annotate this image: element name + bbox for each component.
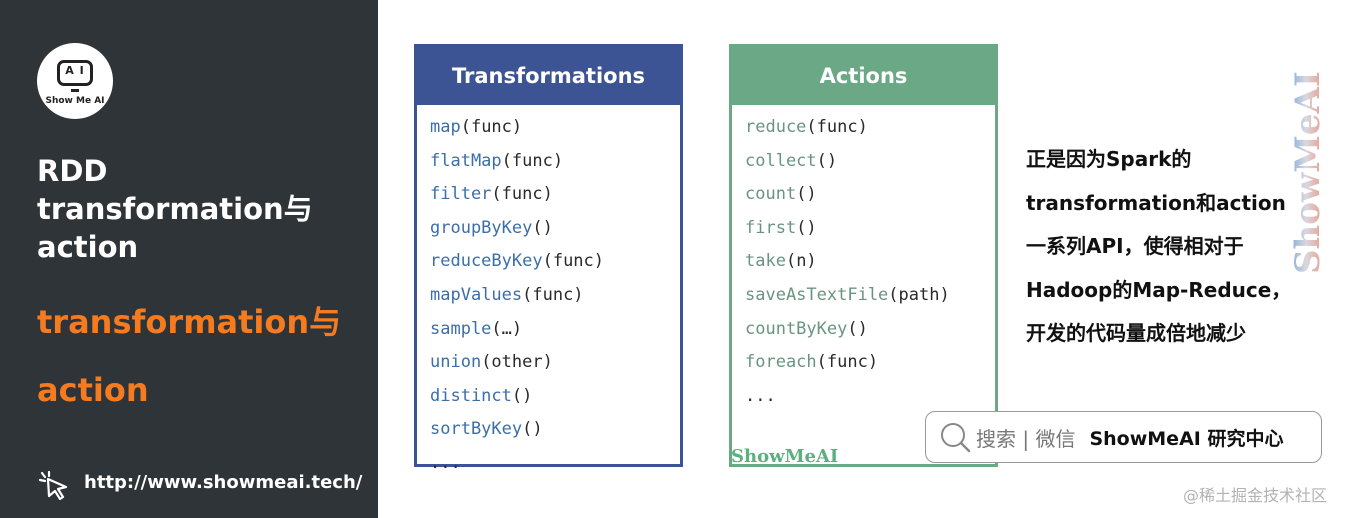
- transformations-header: Transformations: [417, 47, 680, 105]
- actions-item: ...: [745, 380, 995, 414]
- cursor-click-icon: [38, 470, 68, 500]
- transformations-function-args: (func): [501, 150, 564, 171]
- actions-header: Actions: [732, 47, 995, 105]
- transformations-function-name: sortByKey: [430, 419, 523, 440]
- actions-function-args: (): [796, 217, 817, 238]
- showmeai-logo: A I Show Me AI: [37, 43, 113, 119]
- search-brand: ShowMeAI 研究中心: [1089, 427, 1284, 450]
- actions-function-name: first: [745, 217, 797, 238]
- actions-function-name: reduce: [745, 117, 807, 137]
- transformations-function-name: sample: [430, 318, 492, 339]
- transformations-function-args: (): [511, 385, 533, 406]
- transformations-function-name: reduceByKey: [430, 251, 543, 272]
- transformations-item: sortByKey(): [430, 413, 680, 447]
- transformations-function-name: mapValues: [430, 284, 523, 305]
- transformations-function-name: distinct: [430, 385, 512, 406]
- vertical-watermark: ShowMeAI: [1289, 71, 1328, 274]
- actions-function-name: saveAsTextFile: [745, 284, 889, 305]
- actions-function-args: (func): [816, 352, 879, 373]
- transformations-function-name: groupByKey: [430, 217, 533, 238]
- actions-function-name: collect: [745, 150, 817, 171]
- actions-function-args: (): [847, 318, 868, 339]
- transformations-list: map(func)flatMap(func)filter(func)groupB…: [417, 105, 680, 481]
- sidebar-panel: A I Show Me AI RDD transformation与action…: [0, 0, 378, 518]
- section-subtitle: transformation与action: [37, 303, 342, 409]
- actions-function-name: count: [745, 184, 797, 205]
- transformations-function-args: (func): [522, 284, 584, 305]
- actions-item: take(n): [745, 245, 995, 279]
- actions-item: foreach(func): [745, 346, 995, 380]
- actions-function-args: ...: [745, 385, 776, 406]
- actions-item: reduce(func): [745, 111, 995, 145]
- transformations-item: groupByKey(): [430, 212, 680, 246]
- transformations-item: filter(func): [430, 178, 680, 212]
- robot-stem-icon: [71, 89, 79, 92]
- actions-item: count(): [745, 178, 995, 212]
- transformations-box: Transformations map(func)flatMap(func)fi…: [414, 44, 683, 473]
- transformations-item: map(func): [430, 111, 680, 145]
- transformations-function-name: flatMap: [430, 150, 502, 171]
- transformations-item: flatMap(func): [430, 145, 680, 179]
- actions-function-name: countByKey: [745, 318, 848, 339]
- vertical-watermark-text: ShowMeAI: [1289, 71, 1328, 274]
- actions-function-name: foreach: [745, 352, 817, 373]
- showmeai-watermark: ShowMeAI: [731, 446, 839, 467]
- actions-function-args: (): [816, 150, 838, 171]
- transformations-function-args: (func): [460, 117, 523, 137]
- robot-face-icon: A I: [57, 60, 93, 86]
- transformations-item: mapValues(func): [430, 279, 680, 313]
- website-link[interactable]: http://www.showmeai.tech/: [84, 472, 363, 493]
- transformations-function-args: ...: [430, 452, 461, 473]
- transformations-function-args: (func): [542, 251, 605, 272]
- actions-function-args: (path): [888, 284, 950, 305]
- transformations-function-name: map: [430, 117, 461, 137]
- search-icon: [941, 423, 971, 453]
- transformations-function-name: union: [430, 352, 482, 373]
- transformations-function-args: (): [522, 419, 543, 440]
- actions-item: collect(): [745, 145, 995, 179]
- description-text: 正是因为Spark的transformation和action一系列API，使得…: [1026, 147, 1292, 345]
- transformations-item: reduceByKey(func): [430, 245, 680, 279]
- transformations-function-args: (func): [491, 184, 553, 205]
- transformations-item: sample(…): [430, 313, 680, 347]
- logo-face-text: A I: [65, 64, 85, 77]
- page-title: RDD transformation与action: [37, 154, 313, 264]
- actions-function-args: (n): [785, 251, 817, 272]
- logo-brand-text: Show Me AI: [45, 96, 105, 106]
- actions-list: reduce(func)collect()count()first()take(…: [732, 105, 995, 413]
- transformations-function-args: (): [532, 217, 553, 238]
- actions-box: Actions reduce(func)collect()count()firs…: [729, 44, 998, 467]
- transformations-function-args: (…): [491, 318, 523, 339]
- juejin-watermark: @稀土掘金技术社区: [1183, 486, 1328, 505]
- transformations-item: union(other): [430, 346, 680, 380]
- transformations-item: distinct(): [430, 380, 680, 414]
- transformations-function-args: (other): [481, 352, 553, 373]
- actions-item: countByKey(): [745, 313, 995, 347]
- transformations-function-name: filter: [430, 184, 492, 205]
- actions-function-args: (): [796, 184, 817, 205]
- actions-item: first(): [745, 212, 995, 246]
- transformations-item: ...: [430, 447, 680, 481]
- search-hint: 搜索 | 微信: [976, 426, 1076, 451]
- actions-item: saveAsTextFile(path): [745, 279, 995, 313]
- actions-function-args: (func): [806, 117, 868, 137]
- actions-function-name: take: [745, 251, 786, 272]
- search-box[interactable]: 搜索 | 微信 ShowMeAI 研究中心: [925, 411, 1322, 463]
